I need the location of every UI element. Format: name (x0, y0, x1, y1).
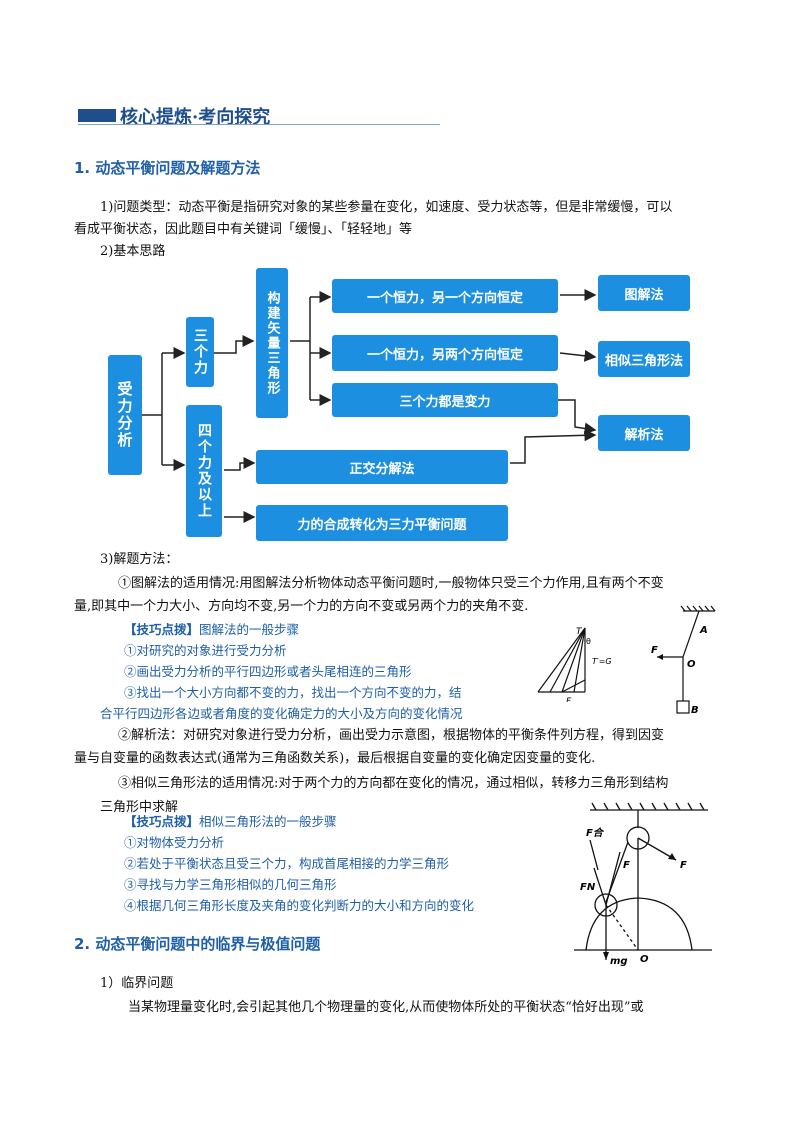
section2-heading: 2. 动态平衡问题中的临界与极值问题 (74, 935, 321, 953)
banner-underline (78, 124, 440, 125)
fig2-O: O (687, 659, 696, 670)
tip1-step2: ②画出受力分析的平行四边形或者头尾相连的三角形 (124, 664, 412, 679)
box-case-1: 一个恒力，另一个方向恒定 (332, 279, 558, 313)
fig1-F: F (566, 697, 572, 702)
tip2-header: 【技巧点拨】相似三角形法的一般步骤 (124, 812, 337, 832)
tip1-header: 【技巧点拨】图解法的一般步骤 (124, 620, 299, 640)
fig3-O: O (640, 954, 649, 965)
tip2-step2: ②若处于平衡状态且受三个力，构成首尾相接的力学三角形 (124, 856, 450, 871)
fig3-F1: F (623, 860, 630, 871)
fig2-F: F (651, 645, 658, 656)
figure-hanging-mass: A F O B (651, 605, 716, 716)
box-case-3: 三个力都是变力 (332, 383, 558, 417)
fig2-B: B (691, 705, 699, 716)
m3-line2: 三角形中求解 (100, 800, 179, 815)
tip2-label: 【技巧点拨】 (124, 814, 200, 829)
tip1-step3: ③找出一个大小方向都不变的力，找出一个方向不变的力，结 (124, 685, 462, 700)
m3-line1: ③相似三角形法的适用情况:对于两个力的方向都在变化的情况，通过相似，转移力三角形… (118, 776, 669, 791)
tip2-title: 相似三角形法的一般步骤 (199, 814, 337, 829)
fig1-theta: θ (586, 637, 591, 646)
m2-line2: 量与自变量的函数表达式(通常为三角函数关系)，最后根据自变量的变化确定因变量的变… (74, 751, 596, 766)
fig3-F2: F (680, 860, 687, 871)
section2-p1: 当某物理量变化时,会引起其他几个物理量的变化,从而使物体所处的平衡状态“恰好出现… (128, 1000, 644, 1015)
fig3-FN: FN (580, 882, 596, 893)
box-similar-triangle: 相似三角形法 (598, 341, 690, 377)
flowchart-arrows (142, 289, 597, 523)
section1-heading: 1. 动态平衡问题及解题方法 (74, 159, 261, 177)
tip2-step1: ①对物体受力分析 (124, 835, 225, 850)
box-analytic-method: 解析法 (598, 415, 690, 451)
tip2-step3: ③寻找与力学三角形相似的几何三角形 (124, 877, 337, 892)
tip1-step1: ①对研究的对象进行受力分析 (124, 643, 287, 658)
section-banner: 核心提炼·考向探究 (78, 103, 440, 128)
tip2-step4: ④根据几何三角形长度及夹角的变化判断力的大小和方向的变化 (124, 898, 475, 913)
section2-item1: 1）临界问题 (100, 976, 174, 991)
m1-line2: 量,即其中一个力大小、方向均不变,另一个力的方向不变或另两个力的夹角不变. (74, 599, 529, 614)
fig3-mg: mg (610, 956, 628, 967)
tip1-title: 图解法的一般步骤 (199, 622, 300, 637)
figure-pulley-hemisphere: F合 F F FN mg O (574, 802, 712, 967)
figure-force-triangle: T θ T′=G F (537, 627, 612, 702)
box-orthogonal: 正交分解法 (256, 450, 508, 484)
box-four-forces: 四个力及以上 (186, 405, 222, 537)
m1-line1: ①图解法的适用情况:用图解法分析物体动态平衡问题时,一般物体只受三个力作用,且有… (118, 576, 664, 591)
item3-label: 3)解题方法： (100, 552, 179, 567)
box-three-forces: 三个力 (186, 317, 214, 387)
tip1-label: 【技巧点拨】 (124, 622, 200, 637)
item2-label: 2)基本思路 (100, 244, 166, 259)
tip1-step3b: 合平行四边形各边或者角度的变化确定力的大小及方向的变化情况 (100, 706, 463, 721)
flowchart: 受力分析 三个力 四个力及以上 构建矢量三角形 一个恒力，另一个方向恒定 一个恒… (100, 265, 720, 550)
fig1-Tprime: T′=G (592, 657, 612, 666)
banner-block (78, 109, 116, 122)
fig2-A: A (699, 625, 708, 636)
fig3-Fhe: F合 (586, 827, 605, 839)
m2-line1: ②解析法：对研究对象进行受力分析，画出受力示意图，根据物体的平衡条件列方程，得到… (118, 728, 665, 743)
box-case-2: 一个恒力，另两个方向恒定 (332, 335, 558, 371)
item1-line2: 看成平衡状态，因此题目中有关键词「缓慢」、「轻轻地」等 (74, 222, 413, 237)
banner-title: 核心提炼·考向探究 (120, 107, 271, 128)
item1-line1: 1)问题类型：动态平衡是指研究对象的某些参量在变化，如速度、受力状态等，但是非常… (100, 200, 673, 215)
box-force-analysis: 受力分析 (108, 355, 142, 475)
box-synthesis: 力的合成转化为三力平衡问题 (256, 505, 508, 541)
box-graph-method: 图解法 (598, 275, 690, 311)
fig1-T: T (576, 627, 583, 637)
box-vector-triangle: 构建矢量三角形 (256, 268, 288, 418)
